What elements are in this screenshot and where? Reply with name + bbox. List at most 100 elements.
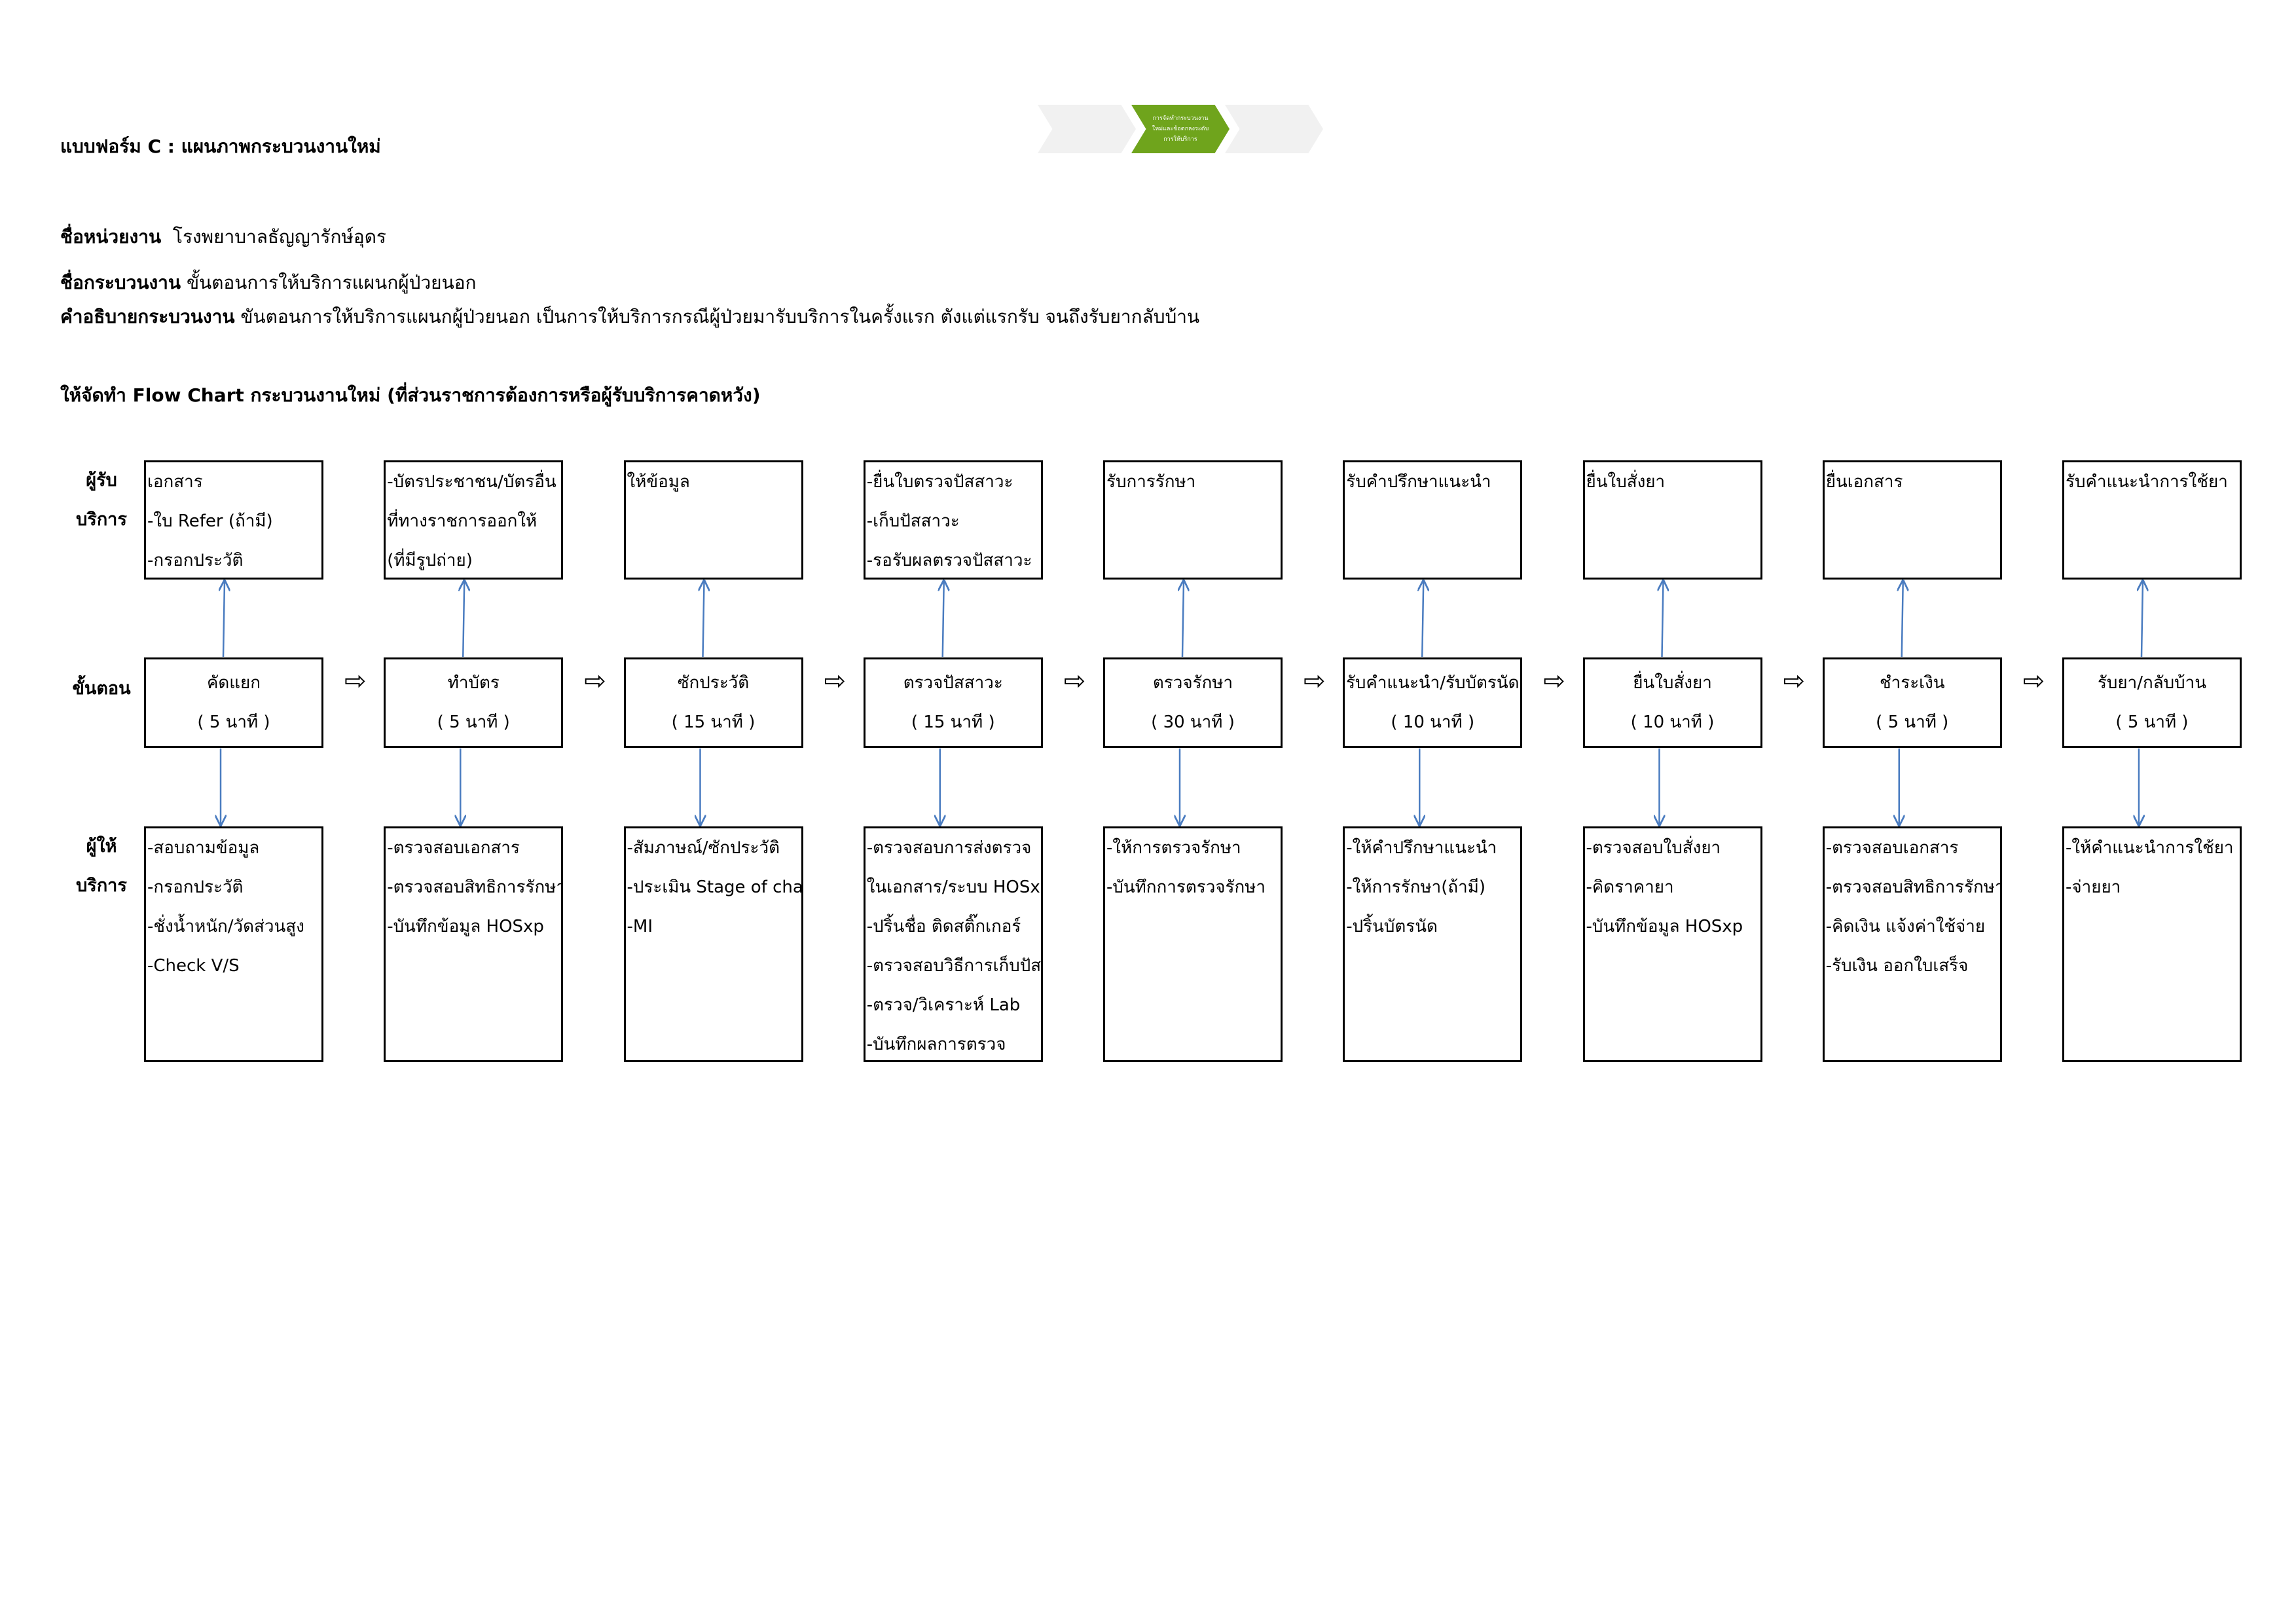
- flow-chart-heading: ให้จัดทำ Flow Chart กระบวนงานใหม่ (ที่ส่…: [60, 384, 761, 406]
- up-arrow: [1902, 581, 1903, 657]
- provider-box-text: -ให้คำปรึกษาแนะนำ: [1346, 838, 1497, 858]
- row-label-receiver-line: ผู้รับ: [86, 470, 117, 490]
- step-box-text: ( 10 นาที ): [1391, 712, 1475, 732]
- step-box: ยื่นใบสั่งยา( 10 นาที ): [1582, 657, 1762, 748]
- provider-box: -ให้คำปรึกษาแนะนำ -ให้การรักษา(ถ้ามี) -ป…: [1343, 826, 1523, 1062]
- provider-box-text: -MI: [627, 917, 653, 936]
- row-label-receiver-line: บริการ: [76, 509, 127, 530]
- breadcrumb-step: [1038, 105, 1136, 153]
- provider-box-text: -บันทึกข้อมูล HOSxp: [387, 917, 544, 936]
- flow-arrow-icon: ⇨: [824, 666, 847, 696]
- receiver-box-text: ยื่นใบสั่งยา: [1586, 472, 1666, 492]
- step-box-text: รับยา/กลับบ้าน: [2097, 673, 2207, 693]
- step-box-text: ทำบัตร: [447, 673, 500, 693]
- receiver-box: ให้ข้อมูล: [623, 460, 803, 580]
- step-box: ทำบัตร ( 5 นาที ): [384, 657, 564, 748]
- row-label-receiver: ผู้รับ บริการ: [65, 461, 137, 540]
- receiver-box: -บัตรประชาชน/บัตรอื่นที่ทางราชการออกให้ (…: [384, 460, 564, 580]
- provider-box-text: -ให้คำแนะนำการใช้ยา: [2066, 838, 2234, 858]
- provider-box: -ตรวจสอบการส่งตรวจในเอกสาร/ระบบ HOSxp -ป…: [863, 826, 1043, 1062]
- provider-box: -สัมภาษณ์/ซักประวัติ -ประเมิน Stage of c…: [623, 826, 803, 1062]
- row-label-provider-line: ผู้ให้: [86, 836, 117, 857]
- row-label-provider-line: บริการ: [76, 876, 127, 896]
- step-box-text: ( 10 นาที ): [1630, 712, 1715, 732]
- up-arrow: [463, 581, 464, 657]
- step-box: ตรวจปัสสาวะ( 15 นาที ): [863, 657, 1043, 748]
- step-box-text: ( 5 นาที ): [2115, 712, 2189, 732]
- agency-value: โรงพยาบาลธัญญารักษ์อุดร: [172, 226, 386, 248]
- receiver-box: รับคำแนะนำการใช้ยา: [2062, 460, 2242, 580]
- row-label-provider: ผู้ให้ บริการ: [65, 827, 137, 906]
- up-arrow: [1422, 581, 1423, 657]
- description-label: คำอธิบายกระบวนงาน: [60, 306, 235, 327]
- step-box-text: ซักประวัติ: [677, 673, 750, 693]
- step-box: ซักประวัติ ( 15 นาที ): [623, 657, 803, 748]
- receiver-box-text: -กรอกประวัติ: [147, 551, 244, 570]
- receiver-box-text: -ยื่นใบตรวจปัสสาวะ: [866, 472, 1013, 492]
- provider-box-text: -บันทึกผลการตรวจ: [866, 1035, 1006, 1054]
- agency-row: ชื่อหน่วยงาน โรงพยาบาลธัญญารักษ์อุดร: [60, 223, 386, 251]
- receiver-box-text: -ใบ Refer (ถ้ามี): [147, 511, 273, 531]
- provider-box: -ตรวจสอบใบสั่งยา -คิดราคายา -บันทึกข้อมู…: [1582, 826, 1762, 1062]
- step-box-text: รับคำแนะนำ/รับบัตรนัด: [1345, 673, 1520, 693]
- provider-box: -ให้การตรวจรักษา -บันทึกการตรวจรักษา: [1103, 826, 1283, 1062]
- provider-box: -ตรวจสอบเอกสาร -ตรวจสอบสิทธิการรักษา -คิ…: [1822, 826, 2002, 1062]
- flow-arrow-icon: ⇨: [1063, 666, 1086, 696]
- provider-box: -ตรวจสอบเอกสาร -ตรวจสอบสิทธิการรักษา -บั…: [384, 826, 564, 1062]
- provider-box-text: -ตรวจสอบวิธีการเก็บปัสสาวะ: [866, 956, 1042, 976]
- receiver-box-text: (ที่มีรูปถ่าย): [387, 551, 473, 570]
- provider-box-text: -สัมภาษณ์/ซักประวัติ: [627, 838, 780, 858]
- provider-box-text: -Check V/S: [147, 956, 240, 976]
- receiver-box-text: รับคำแนะนำการใช้ยา: [2066, 472, 2228, 492]
- flow-arrow-icon: ⇨: [2022, 666, 2045, 696]
- provider-box-text: -กรอกประวัติ: [147, 877, 244, 897]
- receiver-box-text: -รอรับผลตรวจปัสสาวะ: [866, 551, 1032, 570]
- provider-box-text: -ตรวจสอบสิทธิการรักษา: [1825, 877, 2002, 897]
- flow-arrow-icon: ⇨: [1543, 666, 1565, 696]
- provider-box-text: -คิดเงิน แจ้งค่าใช้จ่าย: [1825, 917, 1986, 936]
- receiver-box: ยื่นเอกสาร: [1822, 460, 2002, 580]
- receiver-box: รับการรักษา: [1103, 460, 1283, 580]
- provider-box-text: -บันทึกข้อมูล HOSxp: [1586, 917, 1743, 936]
- receiver-box: เอกสาร -ใบ Refer (ถ้ามี) -กรอกประวัติ: [144, 460, 323, 580]
- provider-box-text: -สอบถามข้อมูล: [147, 838, 260, 858]
- provider-box-text: -ตรวจสอบใบสั่งยา: [1586, 838, 1721, 858]
- flow-arrow-icon: ⇨: [584, 666, 606, 696]
- step-box: รับคำแนะนำ/รับบัตรนัด ( 10 นาที ): [1343, 657, 1523, 748]
- step-box: รับยา/กลับบ้าน ( 5 นาที ): [2062, 657, 2242, 748]
- step-box-text: คัดแยก: [206, 673, 261, 693]
- flow-arrow-icon: ⇨: [344, 666, 367, 696]
- provider-box-text: -ให้การรักษา(ถ้ามี): [1346, 877, 1485, 897]
- up-arrow: [943, 581, 944, 657]
- up-arrow: [2141, 581, 2143, 657]
- description-row: คำอธิบายกระบวนงาน ขันตอนการให้บริการแผนก…: [60, 303, 1199, 331]
- receiver-box-text: รับคำปรึกษาแนะนำ: [1346, 472, 1491, 492]
- flow-arrow-icon: ⇨: [1303, 666, 1326, 696]
- breadcrumb-step: การจัดทำกระบวนงานใหม่และข้อตกลงระดับการใ…: [1131, 105, 1230, 153]
- step-box-text: ( 5 นาที ): [197, 712, 270, 732]
- receiver-box-text: ให้ข้อมูล: [627, 472, 690, 492]
- provider-box-text: ในเอกสาร/ระบบ HOSxp: [866, 877, 1043, 897]
- step-box-text: ( 15 นาที ): [671, 712, 756, 732]
- step-box-text: ตรวจรักษา: [1152, 673, 1233, 693]
- row-label-step-line: ขั้นตอน: [72, 678, 131, 699]
- provider-box-text: -ชั่งน้ำหนัก/วัดส่วนสูง: [147, 917, 304, 936]
- step-box-text: ( 5 นาที ): [1876, 712, 1949, 732]
- receiver-box-text: ที่ทางราชการออกให้: [387, 511, 538, 531]
- step-box-text: ( 30 นาที ): [1151, 712, 1235, 732]
- step-box-text: ( 15 นาที ): [911, 712, 995, 732]
- provider-box-text: -รับเงิน ออกใบเสร็จ: [1825, 956, 1969, 976]
- up-arrow: [1182, 581, 1184, 657]
- step-box-text: ( 5 นาที ): [437, 712, 510, 732]
- provider-box-text: -ให้การตรวจรักษา: [1106, 838, 1241, 858]
- provider-box-text: -ปริ้นบัตรนัด: [1346, 917, 1438, 936]
- provider-box-text: -ตรวจสอบการส่งตรวจ: [866, 838, 1032, 858]
- provider-box: -สอบถามข้อมูล -กรอกประวัติ -ชั่งน้ำหนัก/…: [144, 826, 323, 1062]
- receiver-box-text: -เก็บปัสสาวะ: [866, 511, 960, 531]
- process-value: ขั้นตอนการให้บริการแผนกผู้ป่วยนอก: [186, 272, 477, 293]
- receiver-box: -ยื่นใบตรวจปัสสาวะ -เก็บปัสสาวะ -รอรับผล…: [863, 460, 1043, 580]
- receiver-box-text: -บัตรประชาชน/บัตรอื่น: [387, 472, 556, 492]
- row-label-step: ขั้นตอน: [65, 669, 137, 709]
- receiver-box: รับคำปรึกษาแนะนำ: [1343, 460, 1523, 580]
